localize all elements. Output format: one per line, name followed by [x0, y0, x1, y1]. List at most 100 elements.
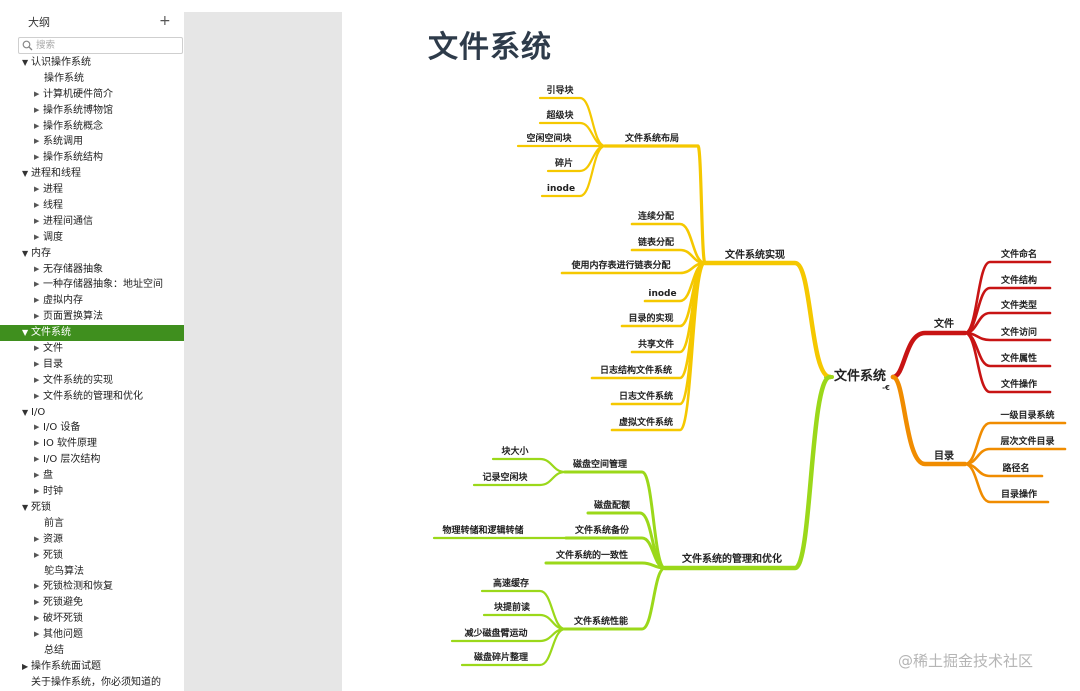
- triangle-down-icon[interactable]: ▼: [22, 502, 29, 512]
- triangle-right-icon[interactable]: ▶: [34, 264, 40, 273]
- outline-item[interactable]: ▶其他问题: [0, 627, 184, 643]
- outline-item[interactable]: ▶进程间通信: [0, 214, 184, 230]
- triangle-right-icon[interactable]: ▶: [34, 280, 40, 289]
- mindmap-node-label[interactable]: 文件: [934, 317, 954, 330]
- mindmap-node-label[interactable]: 文件系统性能: [573, 615, 628, 627]
- mindmap-node-label[interactable]: 链表分配: [638, 236, 674, 248]
- mindmap-node-label[interactable]: 文件系统实现: [725, 248, 785, 261]
- outline-item[interactable]: 操作系统: [0, 71, 184, 87]
- triangle-right-icon[interactable]: ▶: [34, 232, 40, 241]
- outline-item[interactable]: ▶系统调用: [0, 134, 184, 150]
- outline-item[interactable]: ▶文件系统的管理和优化: [0, 389, 184, 405]
- triangle-right-icon[interactable]: ▶: [34, 216, 40, 225]
- mindmap-node-label[interactable]: inode: [648, 289, 676, 299]
- triangle-right-icon[interactable]: ▶: [34, 391, 40, 400]
- mindmap-node-label[interactable]: 共享文件: [638, 338, 674, 350]
- outline-item[interactable]: ▶页面置换算法: [0, 309, 184, 325]
- mindmap-node-label[interactable]: 路径名: [1002, 462, 1029, 474]
- mindmap-node-label[interactable]: 虚拟文件系统: [619, 416, 673, 428]
- triangle-right-icon[interactable]: ▶: [34, 375, 40, 384]
- outline-item[interactable]: 前言: [0, 516, 184, 532]
- mindmap-node-label[interactable]: 空闲空间块: [526, 132, 572, 144]
- outline-item[interactable]: ▶I/O 层次结构: [0, 452, 184, 468]
- outline-item[interactable]: ▶破坏死锁: [0, 611, 184, 627]
- outline-search-box[interactable]: [18, 37, 183, 54]
- mindmap-node-label[interactable]: 记录空闲块: [482, 471, 528, 483]
- triangle-right-icon[interactable]: ▶: [34, 550, 40, 559]
- triangle-right-icon[interactable]: ▶: [22, 661, 29, 671]
- search-input[interactable]: [36, 39, 180, 52]
- triangle-right-icon[interactable]: ▶: [34, 614, 40, 623]
- triangle-right-icon[interactable]: ▶: [34, 121, 40, 130]
- triangle-right-icon[interactable]: ▶: [34, 598, 40, 607]
- triangle-right-icon[interactable]: ▶: [34, 630, 40, 639]
- triangle-right-icon[interactable]: ▶: [34, 296, 40, 305]
- outline-item[interactable]: 总结: [0, 643, 184, 659]
- outline-item[interactable]: ▶盘: [0, 468, 184, 484]
- mindmap-node-label[interactable]: 目录: [934, 450, 954, 462]
- mindmap-node-label[interactable]: 文件类型: [1000, 299, 1037, 311]
- outline-section[interactable]: ▼进程和线程: [0, 166, 184, 182]
- mindmap-node-label[interactable]: 减少磁盘臂运动: [464, 627, 527, 639]
- outline-section[interactable]: ▶操作系统面试题: [0, 659, 184, 675]
- mindmap-node-label[interactable]: 块大小: [501, 445, 528, 457]
- mindmap-node-label[interactable]: 文件系统布局: [624, 132, 679, 144]
- triangle-right-icon[interactable]: ▶: [34, 153, 40, 162]
- mindmap-node-label[interactable]: 文件系统的一致性: [555, 549, 628, 561]
- outline-item[interactable]: ▶死锁: [0, 548, 184, 564]
- mindmap-node-label[interactable]: 层次文件目录: [1000, 435, 1054, 447]
- triangle-right-icon[interactable]: ▶: [34, 201, 40, 210]
- outline-item[interactable]: ▶文件系统的实现: [0, 373, 184, 389]
- outline-item[interactable]: ▶操作系统结构: [0, 150, 184, 166]
- mindmap-node-label[interactable]: 文件系统的管理和优化: [682, 552, 782, 565]
- outline-item[interactable]: ▶虚拟内存: [0, 293, 184, 309]
- add-outline-button[interactable]: +: [159, 13, 171, 29]
- outline-item[interactable]: ▶死锁检测和恢复: [0, 579, 184, 595]
- mindmap-node-label[interactable]: 引导块: [546, 84, 574, 96]
- outline-section[interactable]: ▼文件系统: [0, 325, 184, 342]
- outline-item[interactable]: ▶计算机硬件简介: [0, 87, 184, 103]
- mindmap-node-label[interactable]: 日志结构文件系统: [600, 364, 672, 376]
- triangle-right-icon[interactable]: ▶: [34, 534, 40, 543]
- outline-item[interactable]: ▶操作系统概念: [0, 119, 184, 135]
- mindmap-node-label[interactable]: 碎片: [555, 157, 573, 169]
- mindmap-node-label[interactable]: 文件操作: [1000, 378, 1037, 390]
- outline-item[interactable]: ▶文件: [0, 341, 184, 357]
- mindmap-node-label[interactable]: 文件系统备份: [574, 524, 630, 536]
- root-marker[interactable]: -€: [882, 384, 890, 392]
- triangle-right-icon[interactable]: ▶: [34, 89, 40, 98]
- mindmap-node-label[interactable]: 文件结构: [1000, 274, 1037, 286]
- triangle-down-icon[interactable]: ▼: [22, 328, 29, 338]
- mindmap-node-label[interactable]: 文件命名: [1000, 248, 1037, 260]
- triangle-right-icon[interactable]: ▶: [34, 105, 40, 114]
- outline-section[interactable]: ▼认识操作系统: [0, 55, 184, 71]
- triangle-right-icon[interactable]: ▶: [34, 582, 40, 591]
- outline-item[interactable]: ▶一种存储器抽象：地址空间: [0, 277, 184, 293]
- mindmap-node-label[interactable]: 日志文件系统: [619, 390, 673, 402]
- outline-item[interactable]: ▶线程: [0, 198, 184, 214]
- outline-item[interactable]: ▶无存储器抽象: [0, 262, 184, 278]
- mindmap-node-label[interactable]: inode: [547, 184, 575, 194]
- mindmap-node-label[interactable]: 目录的实现: [628, 312, 673, 324]
- triangle-down-icon[interactable]: ▼: [22, 407, 29, 417]
- triangle-down-icon[interactable]: ▼: [22, 58, 29, 67]
- triangle-right-icon[interactable]: ▶: [34, 185, 40, 194]
- mindmap-node-label[interactable]: 文件属性: [1000, 352, 1037, 364]
- outline-item[interactable]: ▶死锁避免: [0, 595, 184, 611]
- mindmap-node-label[interactable]: 目录操作: [1001, 488, 1037, 500]
- mindmap-node-label[interactable]: 连续分配: [638, 210, 674, 222]
- mindmap-node-label[interactable]: 一级目录系统: [1000, 409, 1054, 421]
- outline-item[interactable]: 鸵鸟算法: [0, 564, 184, 580]
- mindmap-node-label[interactable]: 高速缓存: [493, 577, 529, 589]
- mindmap-node-label[interactable]: 文件访问: [1000, 326, 1037, 338]
- triangle-right-icon[interactable]: ▶: [34, 423, 40, 432]
- outline-item[interactable]: ▶进程: [0, 182, 184, 198]
- triangle-right-icon[interactable]: ▶: [34, 439, 40, 448]
- outline-item[interactable]: ▶资源: [0, 532, 184, 548]
- triangle-right-icon[interactable]: ▶: [34, 471, 40, 480]
- outline-item[interactable]: ▶操作系统博物馆: [0, 103, 184, 119]
- outline-section[interactable]: ▶关于操作系统，你必须知道的: [0, 675, 184, 691]
- outline-item[interactable]: ▶I/O 设备: [0, 420, 184, 436]
- mindmap-node-label[interactable]: 磁盘碎片整理: [474, 651, 528, 663]
- outline-item[interactable]: ▶时钟: [0, 484, 184, 500]
